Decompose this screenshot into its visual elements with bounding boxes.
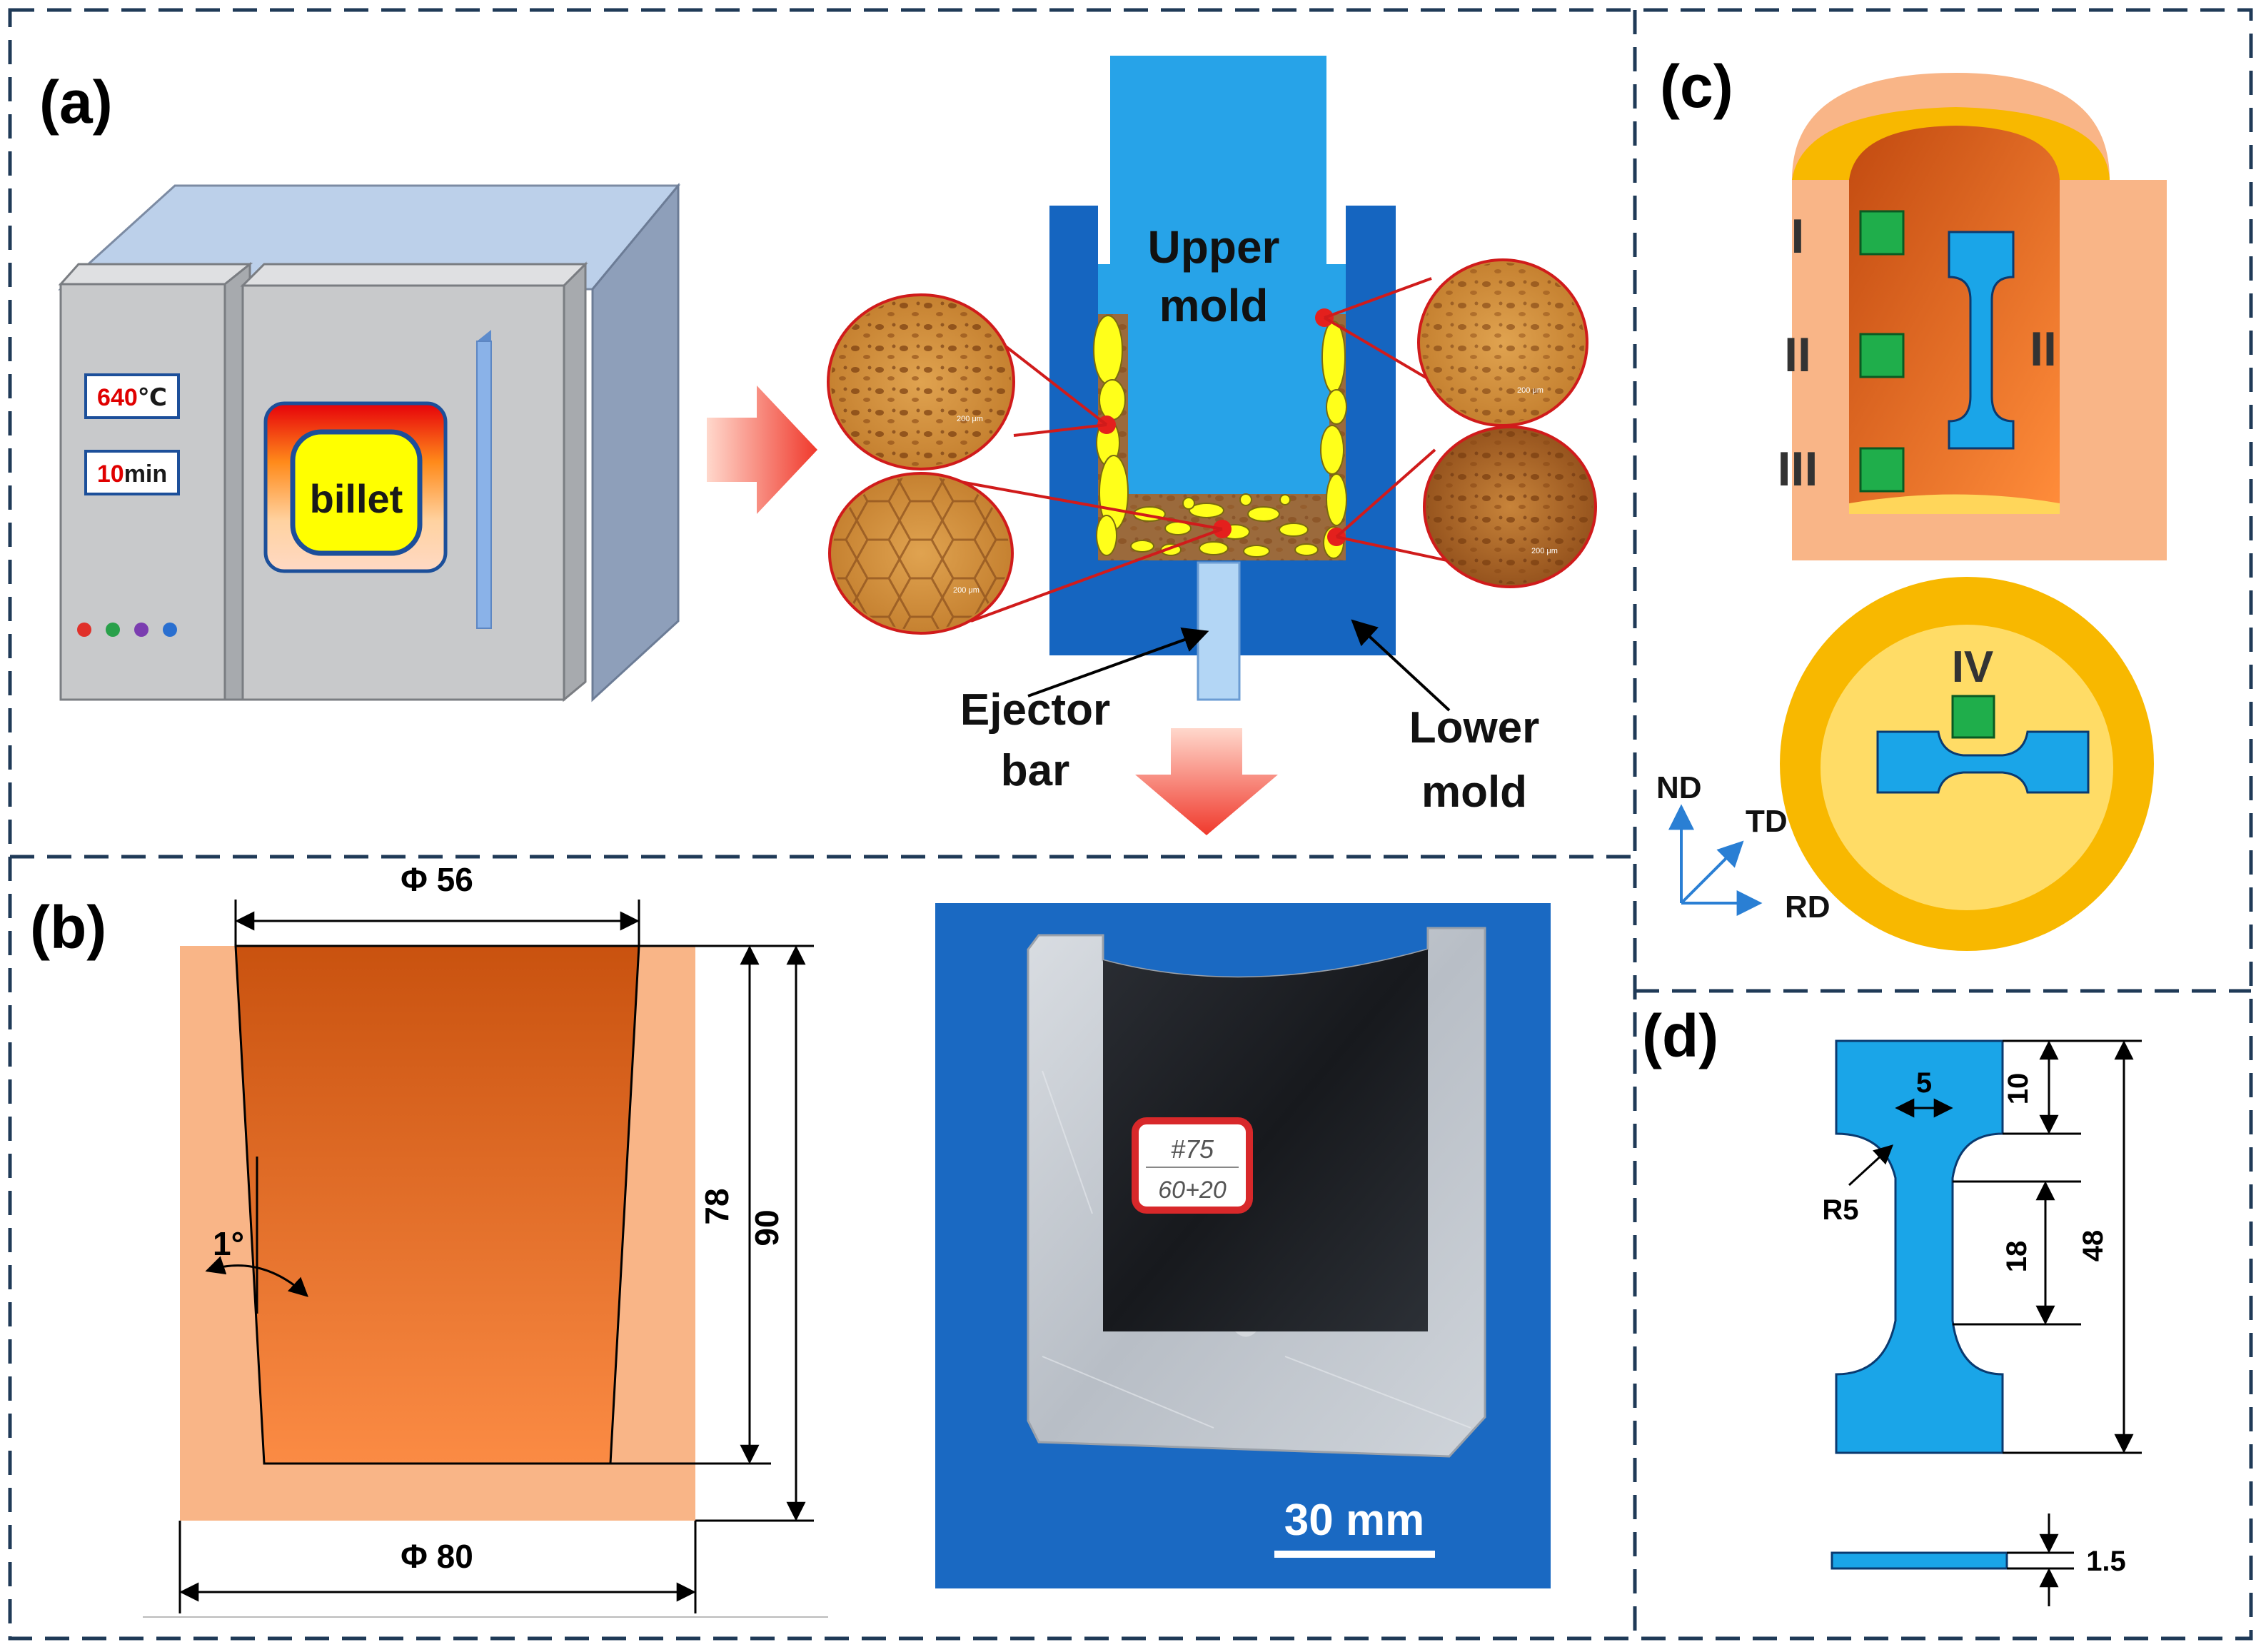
svg-text:10min: 10min	[97, 460, 167, 488]
time-display	[84, 450, 180, 495]
micrograph-left-bottom: 200 μm	[828, 472, 1014, 635]
specimen-grip-label: 10	[2003, 1073, 2034, 1105]
coordinate-axes	[1668, 804, 1763, 916]
sample-block-2	[1859, 333, 1905, 378]
lower-mold-label-1: Lower	[1409, 703, 1540, 752]
sampling-diagram: I II III II IV ND TD RD	[1656, 73, 2167, 951]
temperature-value: 640	[97, 384, 138, 411]
specimen-radius-label: R5	[1822, 1194, 1858, 1226]
process-arrow-down	[1135, 728, 1278, 835]
indicator-dot-green	[106, 623, 120, 637]
micrograph-scale-3: 200 μm	[1517, 386, 1544, 395]
ejector-bar-label-1: Ejector	[960, 685, 1110, 735]
micrograph-left-top: 200 μm	[827, 293, 1015, 470]
bottom-diameter-label: Φ 80	[401, 1538, 473, 1575]
forming-mold: 200 μm 200 μm 200 μm 200 μm Upper mold E…	[827, 56, 1597, 817]
axis-nd-label: ND	[1656, 770, 1702, 805]
micrograph-right-top: 200 μm	[1417, 258, 1588, 427]
panel-frame	[8, 8, 2253, 1641]
specimen-gauge-label: 18	[2001, 1241, 2033, 1273]
photo-scale-label: 30 mm	[1284, 1496, 1424, 1545]
sample-block-3	[1859, 447, 1905, 493]
micrograph-scale-2: 200 μm	[953, 586, 980, 595]
position-label-1: I	[1791, 209, 1805, 263]
temperature-unit: ℃	[138, 384, 167, 411]
micrograph-scale-1: 200 μm	[957, 415, 983, 423]
svg-text:640℃: 640℃	[97, 384, 167, 411]
sample-photo: #75 60+20 30 mm	[935, 903, 1551, 1588]
time-value: 10	[97, 460, 124, 488]
draft-angle-label: 1°	[213, 1225, 244, 1262]
cup-drawing: Φ 56 Φ 80 1° 78 90	[143, 861, 828, 1618]
tensile-specimen-vertical	[1948, 231, 2015, 450]
top-diameter-label: Φ 56	[401, 861, 473, 898]
specimen-thickness-view	[1831, 1551, 2008, 1570]
time-unit: min	[124, 460, 167, 488]
position-label-3: III	[1778, 442, 1818, 496]
sample-block-1	[1859, 210, 1905, 256]
ejector-bar-label-2: bar	[1001, 746, 1069, 795]
panel-label-a: (a)	[39, 69, 113, 136]
panel-label-c: (c)	[1660, 53, 1733, 120]
sample-block-4	[1951, 695, 1995, 739]
tensile-specimen-horizontal	[1876, 730, 2090, 794]
billet-shape	[290, 429, 423, 556]
tensile-position-label: II	[2030, 322, 2057, 376]
sample-sticker	[1132, 1117, 1253, 1214]
furnace: billet 640℃ 10min	[58, 182, 681, 702]
specimen-thickness-label: 1.5	[2086, 1546, 2126, 1577]
panel-label-d: (d)	[1642, 1002, 1718, 1069]
panel-label-b: (b)	[30, 894, 106, 961]
position-label-2: II	[1784, 328, 1811, 382]
upper-mold-label-2: mold	[1159, 280, 1269, 331]
indicator-dot-blue	[163, 623, 177, 637]
billet-label: billet	[310, 476, 403, 521]
axis-rd-label: RD	[1785, 890, 1831, 925]
position-label-4: IV	[1952, 643, 1994, 692]
indicator-dot-purple	[134, 623, 148, 637]
upper-mold-label-1: Upper	[1148, 221, 1280, 273]
specimen-width-label: 5	[1916, 1067, 1932, 1099]
inner-depth-label: 78	[698, 1188, 735, 1224]
lower-mold-label-2: mold	[1421, 767, 1527, 817]
micrograph-right-bottom: 200 μm	[1423, 425, 1597, 588]
photo-scale-bar	[1274, 1551, 1435, 1558]
indicator-dot-red	[77, 623, 91, 637]
outer-depth-label: 90	[748, 1209, 785, 1246]
sticker-line-2: 60+20	[1158, 1177, 1227, 1204]
micrograph-scale-4: 200 μm	[1531, 547, 1558, 555]
temperature-display	[84, 373, 180, 419]
specimen-total-label: 48	[2078, 1230, 2109, 1262]
axis-td-label: TD	[1746, 804, 1788, 839]
specimen-profile	[1835, 1039, 2004, 1454]
process-arrow-right	[707, 386, 817, 514]
sticker-line-1: #75	[1171, 1134, 1214, 1164]
specimen-drawing: 5 10 18 48 R5 1.5	[1822, 1039, 2142, 1606]
